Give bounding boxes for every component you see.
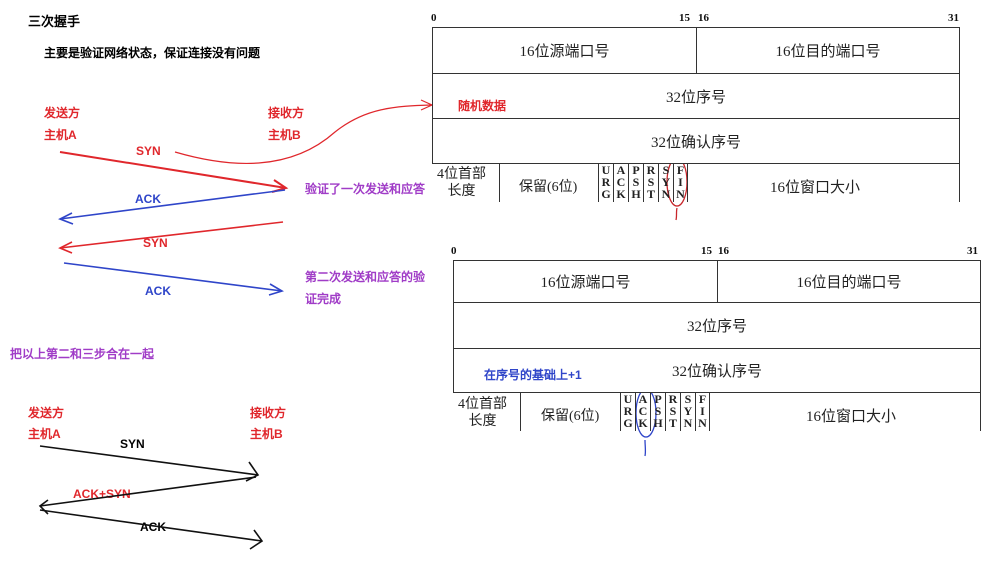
d2-arrow1-label: SYN: [120, 437, 145, 451]
h1-seq: 32位序号: [432, 73, 960, 119]
h1-ack-seq: 32位确认序号: [432, 118, 960, 164]
d2-receiver-label: 接收方: [250, 406, 287, 420]
d1-arrow2: [58, 189, 286, 225]
h2-seq: 32位序号: [453, 302, 981, 349]
d1-arrow3-label: SYN: [143, 236, 168, 250]
h1-window: 16位窗口大小: [770, 180, 861, 196]
d2-arrow1: [39, 445, 260, 482]
d1-arrow2-label: ACK: [135, 192, 161, 206]
d1-arrow4-label: ACK: [145, 284, 171, 298]
page-subtitle: 主要是验证网络状态，保证连接没有问题: [44, 46, 261, 60]
h1-reserved: 保留(6位): [519, 180, 578, 195]
h2-reserved: 保留(6位): [541, 409, 600, 424]
d1-arrow1-label: SYN: [136, 144, 161, 158]
h2-src-port: 16位源端口号: [453, 260, 718, 303]
h2-window: 16位窗口大小: [806, 409, 897, 425]
h2-right-border: [980, 393, 981, 431]
h2-dst-port: 16位目的端口号: [717, 260, 981, 303]
h2-hdr-len-line1: 4位首部: [458, 397, 507, 412]
d2-sender-host: 主机A: [28, 427, 61, 441]
h1-divider-1: [499, 164, 500, 202]
h1-random-note: 随机数据: [458, 99, 507, 113]
h1-bit-0: 0: [431, 12, 437, 24]
d1-arrow4: [63, 262, 284, 296]
h1-bit-15: 15: [679, 12, 690, 24]
h2-ack-note: 在序号的基础上+1: [484, 368, 582, 382]
h1-src-port: 16位源端口号: [432, 27, 697, 74]
h2-bit-15: 15: [701, 245, 712, 257]
d1-note1: 验证了一次发送和应答: [305, 182, 426, 196]
page-title: 三次握手: [28, 14, 81, 29]
h2-bit-0: 0: [451, 245, 457, 257]
d2-arrow2: [38, 476, 257, 515]
d2-sender-label: 发送方: [28, 406, 65, 420]
h1-hdr-len-line2: 长度: [447, 184, 476, 199]
h1-bit-31: 31: [948, 12, 959, 24]
d2-arrow3-label: ACK: [140, 520, 166, 534]
d2-arrow2-label: ACK+SYN: [73, 487, 131, 501]
d1-receiver-host: 主机B: [268, 128, 301, 142]
h1-hdr-len: 4位首部 长度: [437, 166, 486, 200]
h2-bit-16: 16: [718, 245, 729, 257]
h1-hdr-len-line1: 4位首部: [437, 167, 486, 182]
d1-arrow3: [58, 221, 284, 254]
h1-right-border: [959, 164, 960, 202]
h2-divider-1: [520, 393, 521, 431]
d2-arrow3: [39, 509, 264, 550]
h1-dst-port: 16位目的端口号: [696, 27, 960, 74]
h2-hdr-len: 4位首部 长度: [458, 396, 507, 430]
d1-receiver-label: 接收方: [268, 106, 305, 120]
d1-sender-label: 发送方: [44, 106, 81, 120]
h2-bit-31: 31: [967, 245, 978, 257]
d2-receiver-host: 主机B: [250, 427, 283, 441]
d1-sender-host: 主机A: [44, 128, 77, 142]
d1-note2-line1: 第二次发送和应答的验: [305, 270, 426, 284]
h2-ack-seq: 32位确认序号: [453, 348, 981, 393]
d1-arrow1: [59, 151, 289, 193]
h1-bit-16: 16: [698, 12, 709, 24]
h2-hdr-len-line2: 长度: [468, 414, 497, 429]
merge-note: 把以上第二和三步合在一起: [10, 347, 155, 361]
random-pointer: [174, 99, 434, 165]
d1-note2-line2: 证完成: [305, 292, 342, 306]
